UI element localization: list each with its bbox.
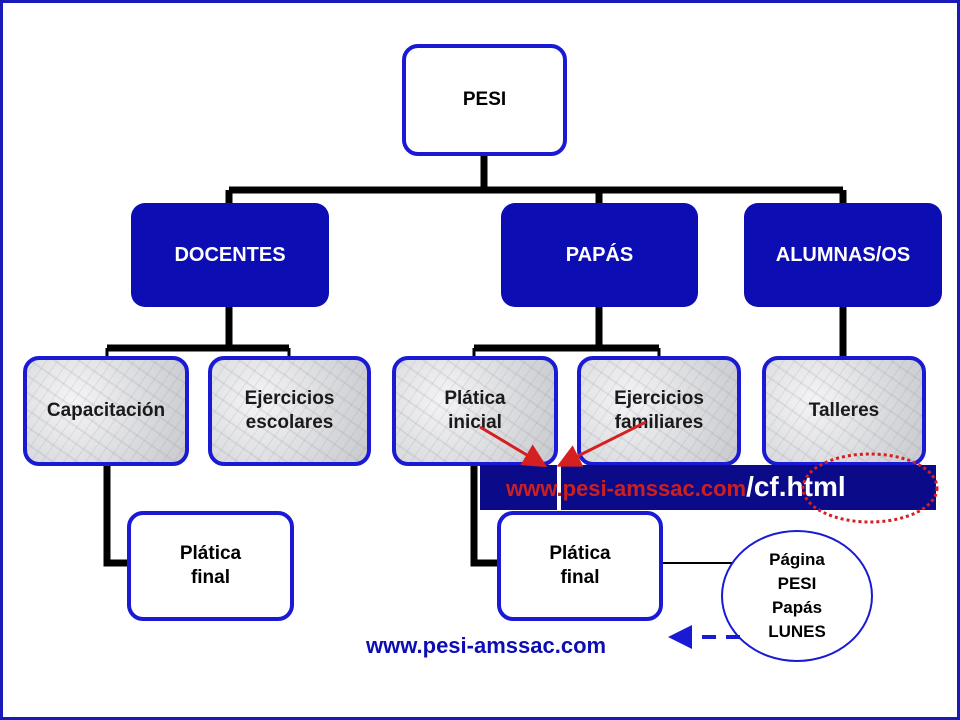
suffix-highlight-ellipse (801, 452, 939, 524)
bottom-url-link[interactable]: www.pesi-amssac.com (366, 633, 607, 658)
node-pesi: PESI (402, 44, 567, 156)
node-talleres: Talleres (762, 356, 926, 466)
url-banner-text[interactable]: www.pesi-amssac.com/cf.html (506, 471, 846, 503)
node-ejercicios-familiares: Ejercicios familiares (577, 356, 741, 466)
capacitacion-to-final (103, 464, 132, 567)
node-platica-final-docentes: Plática final (127, 511, 294, 621)
url-banner-divider (557, 465, 561, 510)
url-banner (480, 465, 936, 510)
node-capacitacion: Capacitación (23, 356, 189, 466)
inicial-to-final (470, 464, 502, 567)
node-platica-final-papas: Plática final (497, 511, 663, 621)
node-papas: PAPÁS (501, 203, 698, 307)
node-alumnas: ALUMNAS/OS (744, 203, 942, 307)
red-arrow-left (479, 425, 548, 468)
red-arrow-right (556, 420, 647, 467)
url-base-link[interactable]: www.pesi-amssac.com (506, 476, 747, 501)
pagina-pesi-circle: Página PESI Papás LUNES (721, 530, 873, 662)
node-docentes: DOCENTES (131, 203, 329, 307)
url-suffix-link[interactable]: /cf.html (746, 471, 846, 502)
node-ejercicios-escolares: Ejercicios escolares (208, 356, 371, 466)
